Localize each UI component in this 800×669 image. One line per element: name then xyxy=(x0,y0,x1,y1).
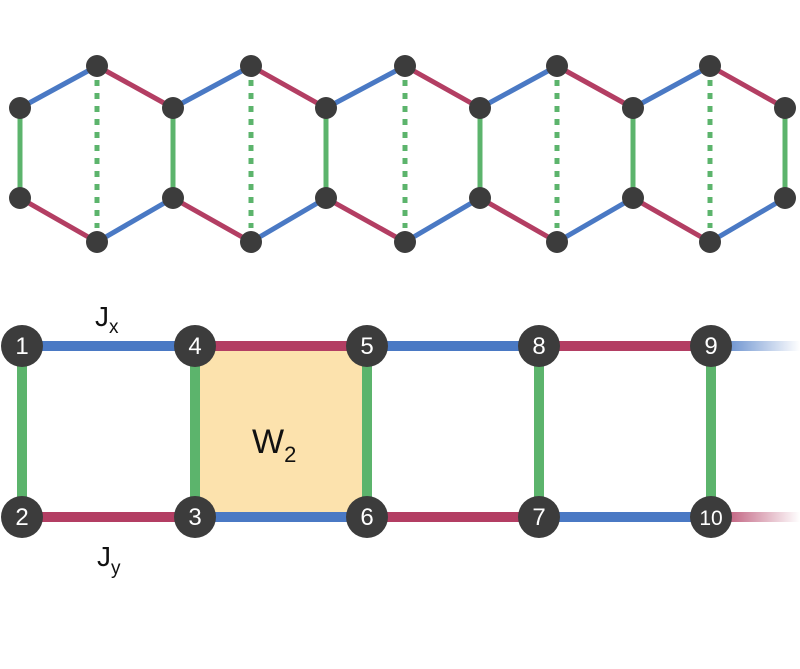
honeycomb-site xyxy=(699,55,721,77)
x-bond xyxy=(478,63,559,111)
honeycomb-site xyxy=(546,231,568,253)
ladder-site-circle xyxy=(690,325,732,367)
ladder-site-circle xyxy=(690,496,732,538)
x-bond xyxy=(555,195,635,245)
honeycomb-site xyxy=(315,97,337,119)
ladder-site: 10 xyxy=(690,496,732,538)
honeycomb-site xyxy=(699,231,721,253)
honeycomb-bonds xyxy=(17,63,788,245)
x-bond xyxy=(324,63,407,111)
y-bond xyxy=(18,195,99,245)
honeycomb-site xyxy=(394,55,416,77)
honeycomb-site xyxy=(162,187,184,209)
ladder-site: 9 xyxy=(690,325,732,367)
ladder-site-label: 5 xyxy=(360,333,373,360)
ladder-site-circle xyxy=(174,325,216,367)
ladder-site-circle xyxy=(346,496,388,538)
ladder-site-label: 1 xyxy=(15,333,28,360)
y-bond xyxy=(249,63,328,111)
y-bond xyxy=(478,195,559,245)
ladder-site: 4 xyxy=(174,325,216,367)
honeycomb-site xyxy=(240,231,262,253)
ladder-site-circle xyxy=(518,325,560,367)
honeycomb-site xyxy=(394,231,416,253)
y-bond xyxy=(555,63,635,111)
honeycomb-site xyxy=(774,187,796,209)
jy-bond-continuation xyxy=(711,512,800,522)
ladder-site-circle xyxy=(1,496,43,538)
ladder-site: 5 xyxy=(346,325,388,367)
ladder-site-label: 10 xyxy=(699,507,722,530)
y-bond xyxy=(171,195,253,245)
honeycomb-site xyxy=(240,55,262,77)
honeycomb-site xyxy=(162,97,184,119)
ladder-site: 3 xyxy=(174,496,216,538)
plaquette-w2 xyxy=(195,345,367,517)
honeycomb-site xyxy=(469,97,491,119)
ladder-site-label: 7 xyxy=(532,504,545,531)
plaquette-label-subscript: 2 xyxy=(284,442,296,467)
honeycomb-site xyxy=(774,97,796,119)
honeycomb-site xyxy=(86,55,108,77)
honeycomb-site xyxy=(315,187,337,209)
ladder-site-circle xyxy=(1,325,43,367)
honeycomb-site xyxy=(86,231,108,253)
ladder-site: 7 xyxy=(518,496,560,538)
honeycomb-site xyxy=(9,187,31,209)
honeycomb-site xyxy=(9,97,31,119)
y-bond xyxy=(324,195,407,245)
ladder-site: 2 xyxy=(1,496,43,538)
ladder-site-label: 6 xyxy=(360,504,373,531)
y-bond xyxy=(631,195,712,245)
honeycomb-site xyxy=(469,187,491,209)
jx-bond-continuation xyxy=(711,341,800,351)
x-bond xyxy=(18,63,99,111)
jy-label: Jy xyxy=(97,541,121,579)
ladder-bonds xyxy=(17,341,800,522)
ladder-site-label: 4 xyxy=(188,333,201,360)
ladder-site: 8 xyxy=(518,325,560,367)
jy-label-subscript: y xyxy=(111,558,121,579)
y-bond xyxy=(708,63,787,111)
jx-label: Jx xyxy=(95,301,119,338)
honeycomb-nodes xyxy=(9,55,796,253)
honeycomb-site xyxy=(622,97,644,119)
honeycomb-chain xyxy=(9,55,796,253)
ladder-site: 6 xyxy=(346,496,388,538)
honeycomb-site xyxy=(546,55,568,77)
jx-label-subscript: x xyxy=(109,317,119,338)
ladder-site-label: 8 xyxy=(532,333,545,360)
ladder-nodes: 1 2 3 4 5 6 7 8 9 10 xyxy=(1,325,732,538)
ladder-lattice: 1 2 3 4 5 6 7 8 9 10 W2 Jx Jy xyxy=(1,301,800,579)
y-bond xyxy=(403,63,482,111)
ladder-site: 1 xyxy=(1,325,43,367)
x-bond xyxy=(95,195,175,245)
x-bond xyxy=(403,195,482,245)
x-bond xyxy=(171,63,253,111)
ladder-site-circle xyxy=(518,496,560,538)
y-bond xyxy=(95,63,175,111)
ladder-site-circle xyxy=(346,325,388,367)
ladder-site-label: 3 xyxy=(188,504,201,531)
ladder-site-label: 9 xyxy=(704,333,717,360)
ladder-site-label: 2 xyxy=(15,504,28,531)
x-bond xyxy=(708,195,787,245)
plaquette-label: W2 xyxy=(252,423,296,467)
ladder-site-circle xyxy=(174,496,216,538)
honeycomb-site xyxy=(622,187,644,209)
x-bond xyxy=(249,195,328,245)
x-bond xyxy=(631,63,712,111)
